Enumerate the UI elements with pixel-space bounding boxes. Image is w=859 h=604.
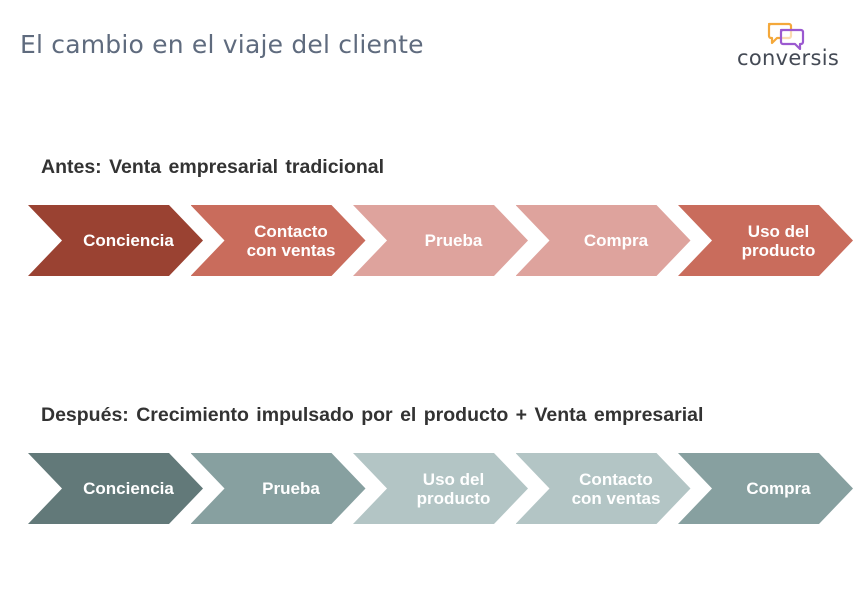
after-step-1: Conciencia [28, 453, 203, 524]
after-step-2: Prueba [190, 453, 366, 524]
before-step-2: Contacto con ventas [190, 205, 366, 276]
after-step-label: Contacto con ventas [571, 469, 661, 508]
after-step-label: Prueba [262, 479, 320, 498]
after-step-label: Uso del producto [416, 469, 491, 508]
logo: conversis [735, 22, 845, 70]
before-step-label: Prueba [424, 231, 483, 250]
before-step-label: Compra [583, 231, 649, 250]
before-step-label: Uso del producto [741, 221, 816, 260]
before-step-label: Conciencia [83, 231, 174, 250]
after-step-label: Compra [746, 479, 811, 498]
before-process-row: Conciencia Contacto con ventas Prueba Compr… [28, 205, 858, 276]
after-heading: Después: Crecimiento impulsado por el pr… [41, 404, 704, 426]
page-title: El cambio en el viaje del cliente [20, 30, 424, 59]
after-step-5: Compra [678, 453, 853, 524]
before-heading: Antes: Venta empresarial tradicional [41, 156, 385, 178]
before-step-1: Conciencia [28, 205, 203, 276]
before-step-label: Contacto con ventas [246, 221, 336, 260]
speech-bubbles-icon [767, 22, 805, 50]
before-step-4: Compra [515, 205, 691, 276]
after-step-3: Uso del producto [353, 453, 528, 524]
before-step-3: Prueba [353, 205, 528, 276]
after-step-4: Contacto con ventas [515, 453, 691, 524]
before-step-5: Uso del producto [678, 205, 853, 276]
logo-wordmark: conversis [737, 46, 840, 70]
after-step-label: Conciencia [83, 479, 174, 498]
after-process-row: Conciencia Prueba Uso del producto Contacto… [28, 453, 858, 524]
